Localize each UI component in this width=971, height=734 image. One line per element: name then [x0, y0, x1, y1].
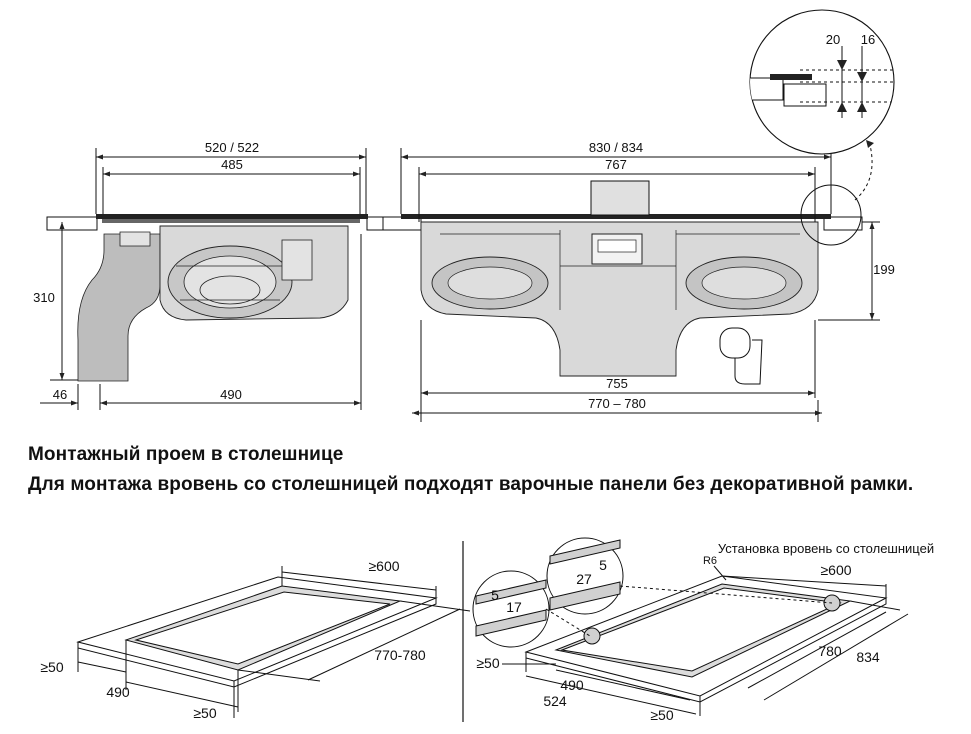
dim-flush-inner-len: 780	[818, 643, 842, 659]
dim-front-overall: 830 / 834	[589, 140, 643, 155]
power-plug	[719, 327, 751, 359]
dim-std-left: ≥50	[40, 659, 63, 675]
dim-flush-outer-w: 524	[543, 693, 567, 709]
extraction-duct	[77, 233, 161, 382]
dim-std-width: 490	[106, 684, 130, 700]
dim-side-cutout: 490	[220, 387, 242, 402]
section-title: Монтажный проем в столешнице	[28, 444, 344, 465]
top-chimney	[590, 180, 650, 216]
dim-detail-a: 20	[826, 32, 840, 47]
front-view: 830 / 834 767 199 755 770 – 780	[382, 140, 895, 422]
flush-caption: Установка вровень со столешницей	[718, 541, 934, 556]
dim-front-bottom-inner: 755	[606, 376, 628, 391]
dim-side-height: 310	[33, 290, 55, 305]
dim-front-bottom-outer: 770 – 780	[588, 396, 646, 411]
dim-std-length: 770-780	[374, 647, 426, 663]
dim-flush-left: ≥50	[476, 655, 499, 671]
hob-glass	[96, 214, 368, 219]
detail-a-h: 17	[506, 599, 522, 615]
dim-side-inner: 485	[221, 157, 243, 172]
edge-zoom-circle	[800, 184, 862, 246]
cutout-standard: ≥600 770-780 ≥50 490 ≥50	[40, 558, 471, 721]
detail-a-v: 5	[491, 587, 499, 603]
dim-std-front: ≥50	[193, 705, 216, 721]
dim-flush-front: ≥50	[650, 707, 673, 723]
countertop-left	[46, 216, 98, 231]
dim-std-back: ≥600	[368, 558, 399, 574]
side-view: 520 / 522 485 310 46 490	[33, 140, 396, 410]
countertop-front-right	[823, 216, 863, 231]
dim-flush-inner-w: 490	[560, 677, 584, 693]
dim-front-depth: 199	[873, 262, 895, 277]
cutout-flush: 5 17 5 27 Установка вровень со столешниц…	[472, 537, 934, 723]
dim-flush-back: ≥600	[820, 562, 851, 578]
hob-glass-front	[401, 214, 831, 219]
dim-side-offset: 46	[53, 387, 67, 402]
section-note: Для монтажа вровень со столешницей подхо…	[28, 474, 914, 495]
detail-b-h: 27	[576, 571, 592, 587]
dim-front-inner: 767	[605, 157, 627, 172]
edge-detail: 20 16	[749, 9, 895, 155]
dim-detail-b: 16	[861, 32, 875, 47]
detail-b-v: 5	[599, 557, 607, 573]
dim-flush-outer-len: 834	[856, 649, 880, 665]
flush-radius: R6	[703, 555, 717, 567]
dim-side-overall: 520 / 522	[205, 140, 259, 155]
